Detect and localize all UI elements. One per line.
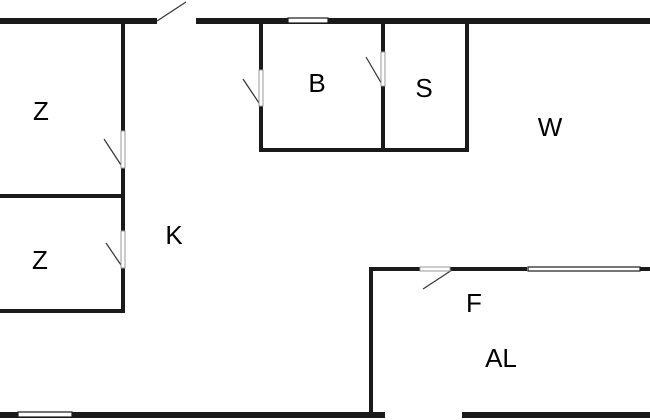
windows-group (17, 17, 641, 418)
room-label-living: W (538, 112, 563, 142)
room-label-bedroom-bottom: Z (32, 245, 48, 275)
room-label-bathroom: B (308, 68, 325, 98)
door-bedroom-bottom-jamb (120, 230, 126, 269)
door-storage-jamb (380, 51, 386, 87)
room-label-alcove: AL (485, 343, 517, 373)
door-hall-jamb (419, 266, 451, 272)
room-labels: Z Z K B S W F AL (32, 68, 563, 373)
door-bedroom-bottom-leaf (105, 242, 124, 269)
door-hall-leaf (422, 269, 453, 290)
window-hall (527, 266, 641, 272)
door-entrance-leaf (156, 1, 187, 22)
door-bedroom-top-leaf (103, 138, 124, 169)
door-bedroom-top-jamb (120, 130, 126, 169)
room-label-storage: S (415, 73, 432, 103)
doors-group (103, 1, 453, 290)
window-bathroom (287, 17, 329, 24)
door-bathroom-leaf (242, 78, 262, 107)
walls-group (0, 18, 650, 418)
door-storage-leaf (365, 56, 384, 87)
window-bottom (17, 411, 73, 418)
room-label-kitchen: K (165, 220, 183, 250)
room-label-bedroom-top: Z (33, 96, 49, 126)
room-label-hall: F (466, 288, 482, 318)
door-bathroom-jamb (258, 69, 264, 107)
